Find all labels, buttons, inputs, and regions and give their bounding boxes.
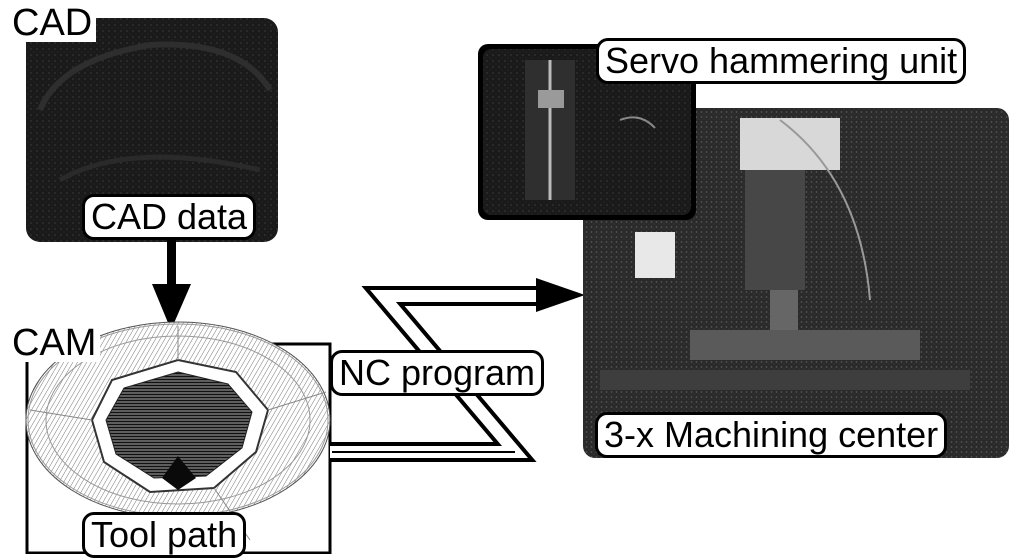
cad-model-image — [26, 18, 278, 242]
cad-data-caption: CAD data — [82, 194, 257, 240]
cad-section-title: CAD — [8, 4, 97, 42]
cam-section-title: CAM — [8, 324, 101, 362]
nc-program-label: NC program — [330, 350, 545, 396]
tool-path-caption: Tool path — [82, 512, 247, 558]
arrow-cad-to-cam — [152, 240, 191, 330]
machining-center-caption: 3-x Machining center — [595, 412, 948, 458]
cam-toolpath-image — [25, 321, 332, 554]
servo-hammering-unit-image — [478, 44, 696, 220]
servo-hammering-unit-caption: Servo hammering unit — [596, 38, 967, 84]
